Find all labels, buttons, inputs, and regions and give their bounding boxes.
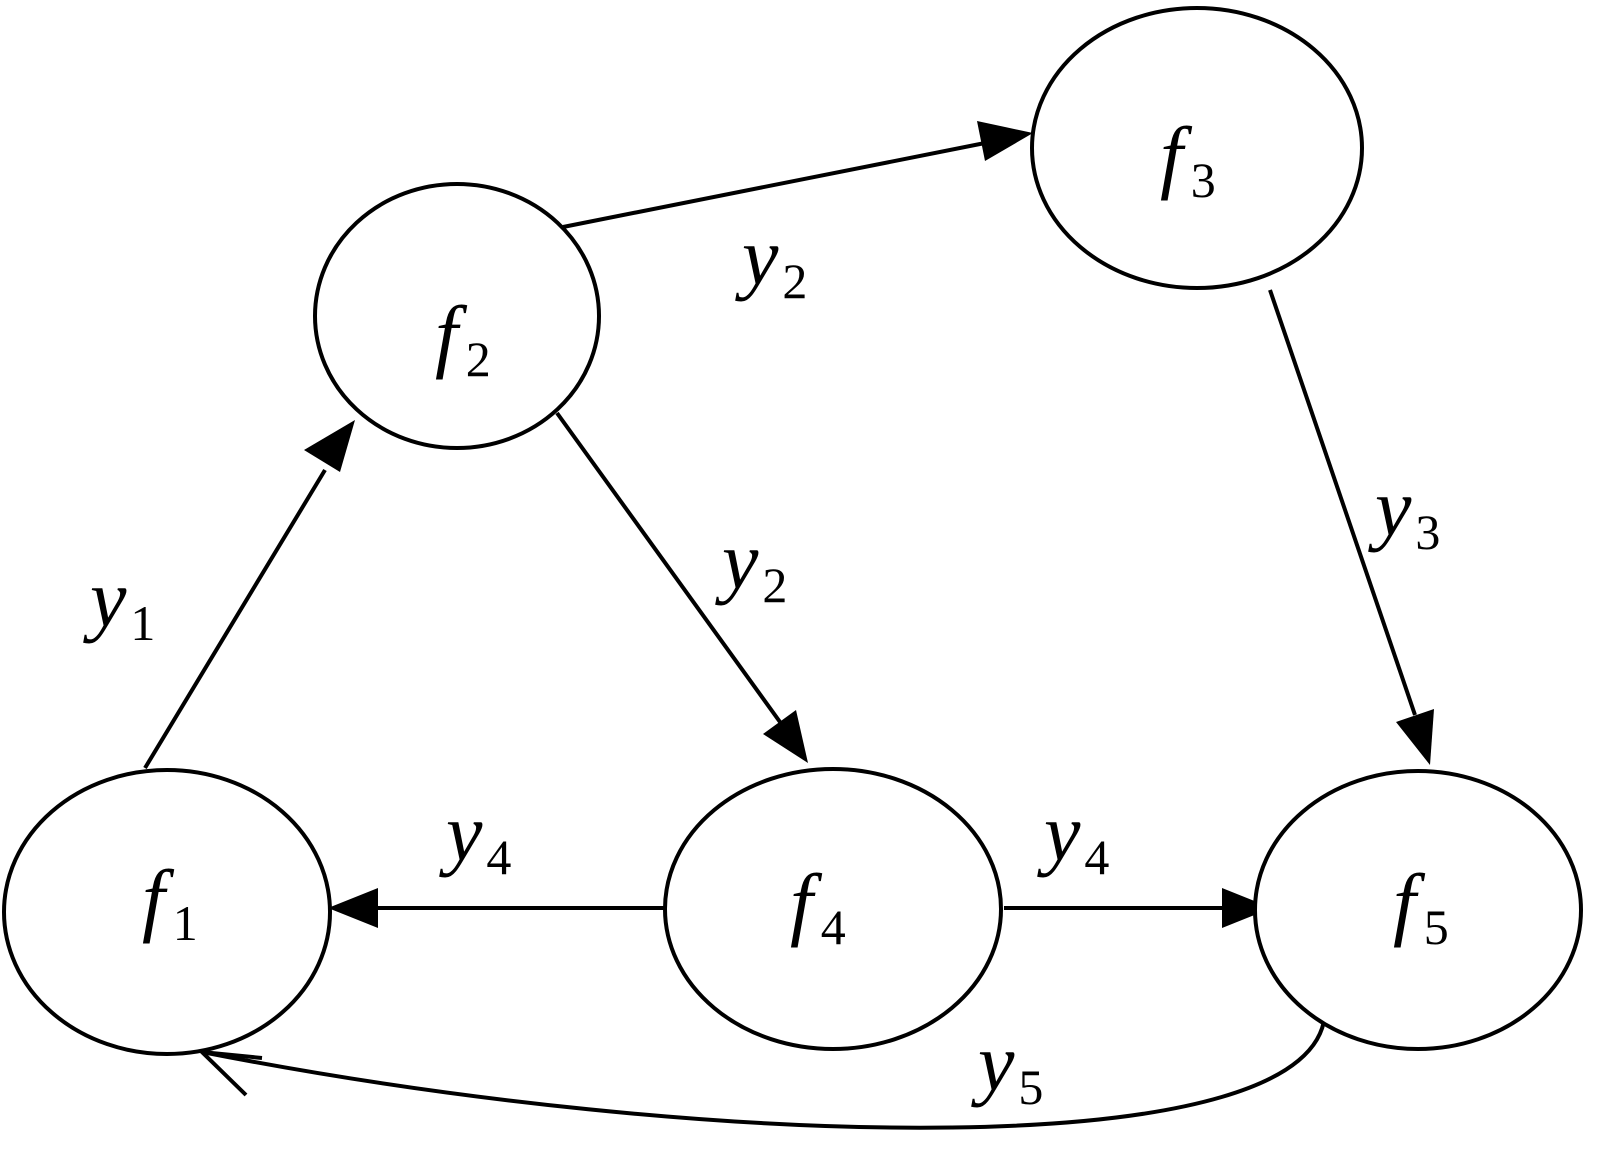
edge-label-f1-f2: y1 xyxy=(83,553,155,651)
edge-label-f3-f5: y3 xyxy=(1368,462,1440,560)
edge-f4-f5 xyxy=(1004,888,1272,928)
node-f3 xyxy=(1030,6,1364,290)
arrowhead xyxy=(304,420,355,472)
node-f5 xyxy=(1253,769,1583,1051)
edge-label-f4-f5: y4 xyxy=(1037,787,1109,885)
edge-labels: y1 y2 y2 y3 y4 y4 y5 xyxy=(83,211,1440,1115)
edge-f2-f3 xyxy=(562,121,1033,229)
edge-label-f2-f4: y2 xyxy=(715,515,787,613)
edges xyxy=(143,121,1434,1130)
arrowhead xyxy=(763,710,808,763)
arrowhead xyxy=(977,121,1033,161)
edge-f3-f5 xyxy=(1268,289,1434,765)
edge-f1-f2 xyxy=(143,420,355,770)
edge-label-f2-f3: y2 xyxy=(735,211,807,309)
node-f2 xyxy=(313,182,601,450)
edge-f4-f1 xyxy=(328,888,665,928)
edge-f2-f4 xyxy=(555,411,808,763)
arrowhead xyxy=(1222,888,1272,928)
node-f4 xyxy=(663,767,1003,1051)
node-f1 xyxy=(2,768,332,1056)
edge-label-f4-f1: y4 xyxy=(439,787,511,885)
arrowhead xyxy=(328,888,378,928)
nodes xyxy=(2,6,1583,1056)
edge-label-f5-f1: y5 xyxy=(971,1017,1043,1115)
arrowhead xyxy=(1396,709,1434,765)
